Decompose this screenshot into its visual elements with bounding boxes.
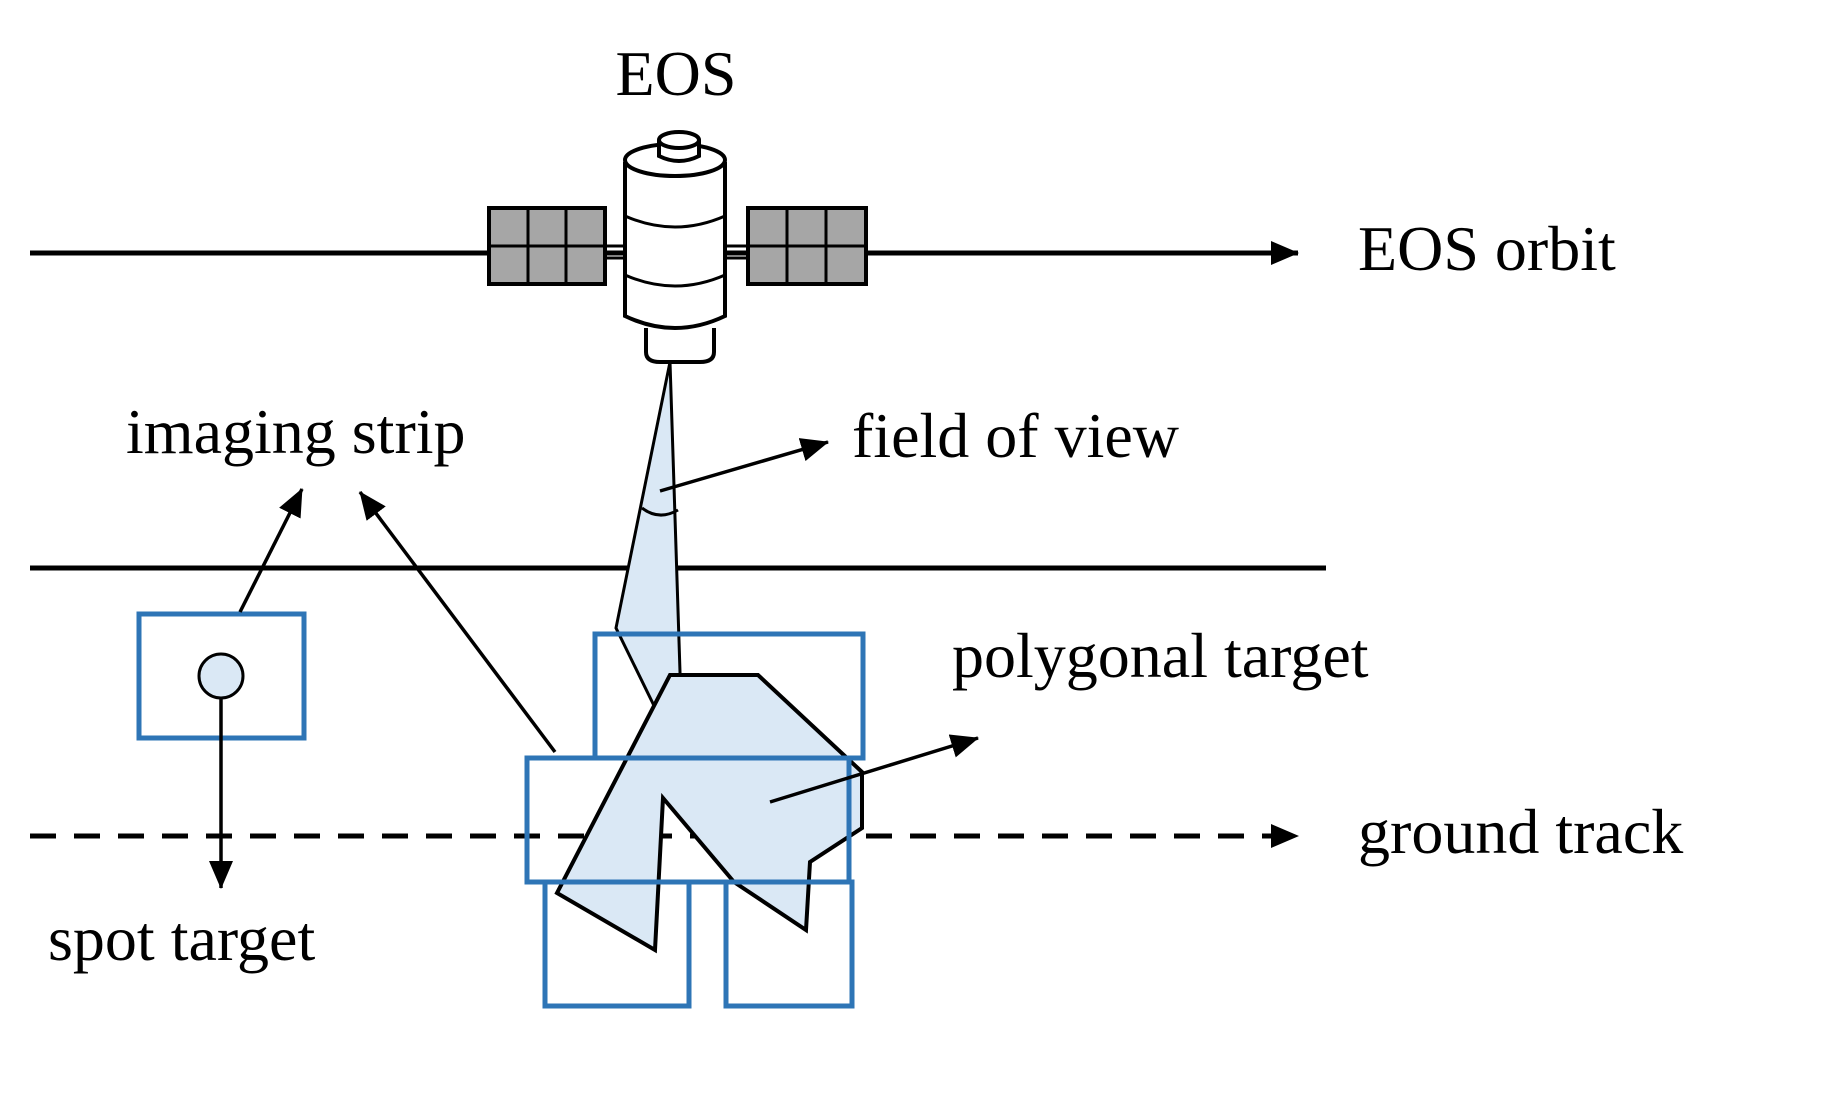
imaging-strip-rect-bottom-right [723, 879, 855, 1009]
field-of-view-angle-arc [641, 506, 679, 517]
ground-track-label: ground track [1358, 796, 1683, 867]
imaging-strip-arrow-right [358, 490, 557, 754]
field-of-view-arrow [659, 438, 829, 493]
imaging-strip-arrow-left [238, 488, 304, 613]
satellite-icon [487, 130, 868, 364]
field-of-view-cone [614, 361, 685, 766]
spot-target-label: spot target [48, 903, 315, 974]
imaging-strip-rect-bottom-left [542, 879, 692, 1009]
imaging-strip-label: imaging strip [126, 396, 466, 467]
field-of-view-label: field of view [852, 400, 1179, 471]
polygonal-target-label: polygonal target [952, 620, 1369, 691]
polygonal-target-shape [554, 673, 864, 954]
circle-marker-icon [197, 652, 245, 700]
orbit-label: EOS orbit [1358, 213, 1616, 284]
satellite-label: EOS [616, 38, 737, 109]
polygonal-target-arrow [769, 734, 979, 804]
